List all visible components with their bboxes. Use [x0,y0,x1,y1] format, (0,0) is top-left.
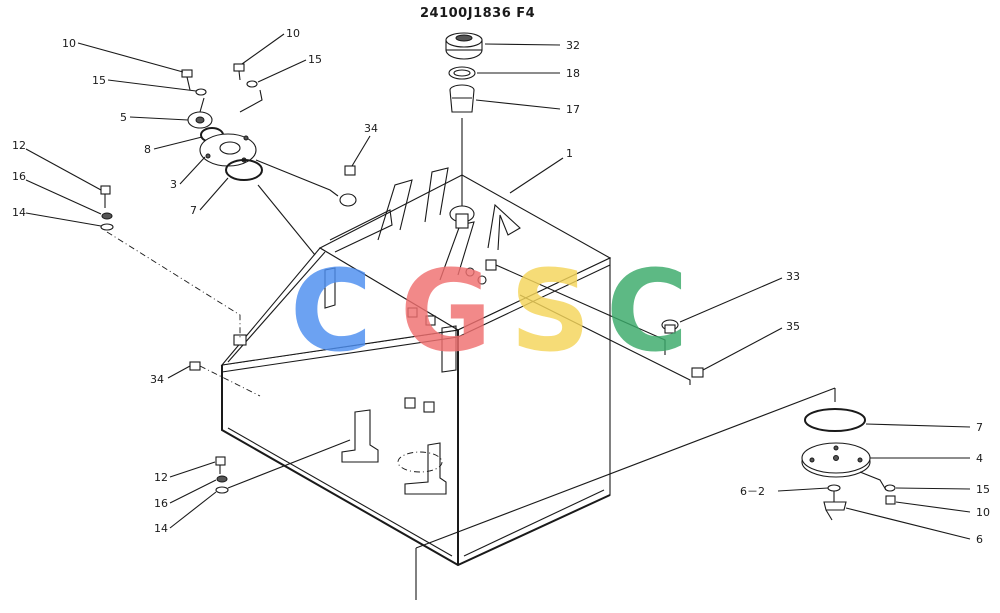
watermark-letter-3: S [510,247,591,377]
callout-10-left: 10 [62,37,76,50]
callout-6: 6 [976,533,983,546]
callout-leaders [25,33,971,540]
callout-16-upper: 16 [12,170,26,183]
callout-33: 33 [786,270,800,283]
callout-15-left: 15 [92,74,106,87]
drain-fittings-upper [495,264,704,385]
watermark-letter-2: G [400,247,492,377]
callout-35: 35 [786,320,800,333]
callout-34-upper: 34 [364,122,378,135]
left-fasteners [100,185,351,494]
callout-6-2: 6－2 [740,485,765,498]
sender-flange-assembly [181,63,357,256]
callout-1: 1 [566,147,573,160]
callout-17: 17 [566,103,580,116]
watermark-letter-1: C [290,247,372,377]
callout-labels: 32 18 17 1 10 10 15 15 5 8 3 7 12 16 14 … [12,27,990,546]
callout-15-lower: 15 [976,483,990,496]
callout-32: 32 [566,39,580,52]
callout-10-lower: 10 [976,506,990,519]
callout-14-lower: 14 [154,522,168,535]
callout-34-lower: 34 [150,373,164,386]
watermark-letter-4: C [606,247,688,377]
callout-5: 5 [120,111,127,124]
callout-12-lower: 12 [154,471,168,484]
callout-10-right: 10 [286,27,300,40]
diagram-title: 24100J1836 F4 [420,6,535,21]
callout-15-right: 15 [308,53,322,66]
drain-plate-assembly [415,387,896,600]
callout-14-upper: 14 [12,206,26,219]
callout-18: 18 [566,67,580,80]
callout-8: 8 [144,143,151,156]
callout-4: 4 [976,452,983,465]
filler-cap-assembly [445,32,483,206]
callout-7-lower: 7 [976,421,983,434]
callout-3: 3 [170,178,177,191]
callout-7-upper: 7 [190,204,197,217]
watermark-logo: C G S C [290,247,688,377]
tank-body [220,167,612,567]
callout-12-upper: 12 [12,139,26,152]
callout-16-lower: 16 [154,497,168,510]
